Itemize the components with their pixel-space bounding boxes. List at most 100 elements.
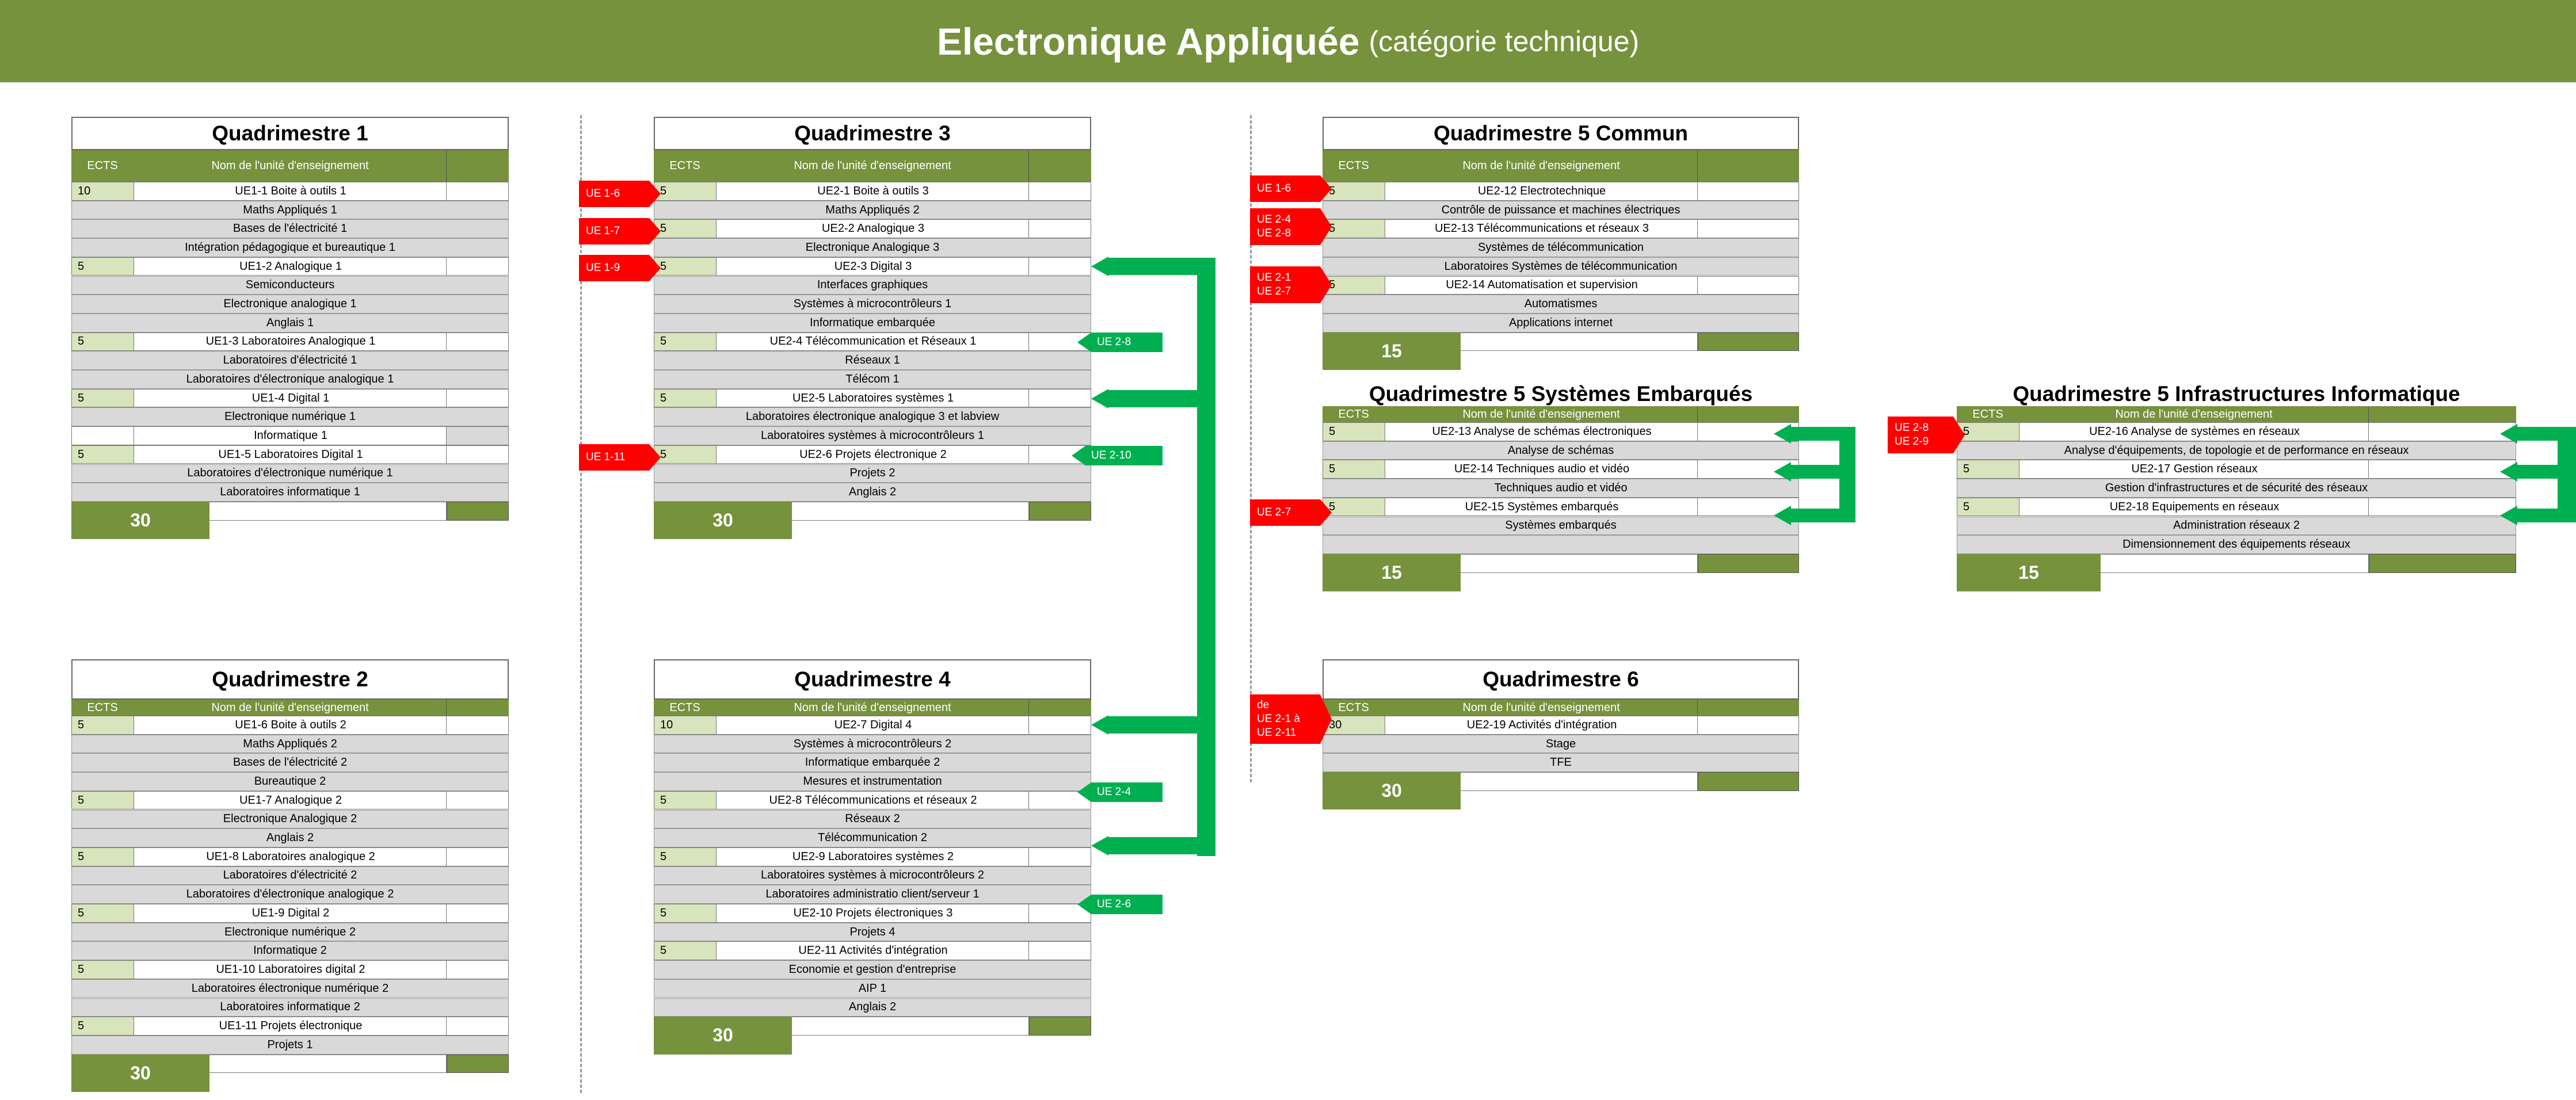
extra-cell (1028, 220, 1091, 238)
bracket-arm (1108, 390, 1215, 407)
se-bracket-arrow-head (1774, 462, 1791, 482)
extra-cell (446, 333, 508, 351)
course-row: Anglais 2 (654, 998, 1091, 1017)
ects-cell: 30 (1323, 716, 1385, 734)
total-row-line (792, 1017, 1029, 1036)
ects-cell: 5 (1323, 460, 1385, 479)
ue-name: Informatique 1 (254, 429, 327, 442)
bracket-arrow-head (1091, 715, 1108, 735)
ue-name: UE2-9 Laboratoires systèmes 2 (792, 850, 954, 863)
course-row: Laboratoires systèmes à microcontrôleurs… (654, 426, 1091, 445)
extra-cell (446, 904, 508, 922)
total-row-line (2101, 553, 2369, 573)
ue-name: UE2-8 Télécommunications et réseaux 2 (769, 793, 977, 807)
course-row: Analyse d'équipements, de topologie et d… (1957, 441, 2516, 460)
ects-total: 30 (654, 1017, 792, 1055)
ii-bracket-arm (2516, 465, 2576, 479)
ects-cell: 5 (654, 257, 717, 276)
course-row: Laboratoires électronique analogique 3 e… (654, 407, 1091, 427)
ects-header: ECTS (1338, 701, 1369, 714)
ects-total: 15 (1323, 553, 1461, 592)
course-row: AIP 1 (654, 979, 1091, 998)
course-row: Laboratoires d'électricité 2 (71, 866, 509, 885)
page-subtitle: (catégorie technique) (1369, 25, 1640, 58)
ue-name: UE2-13 Télécommunications et réseaux 3 (1434, 222, 1649, 235)
name-header: Nom de l'unité d'enseignement (1462, 159, 1620, 172)
extra-header-cell (1028, 700, 1091, 716)
course-row: TFE (1323, 753, 1799, 773)
extra-cell (1028, 257, 1091, 276)
ue-name: UE2-18 Equipements en réseaux (2109, 500, 2280, 513)
ects-cell: 5 (72, 961, 134, 979)
ue-name: UE1-2 Analogique 1 (239, 259, 342, 273)
extra-cell (1697, 460, 1798, 479)
corequisite-arrow-tag: UE 2-6 (1077, 895, 1163, 914)
bracket-arrow-head (1091, 836, 1108, 855)
ects-total: 15 (1957, 553, 2101, 592)
column-divider-right (1250, 115, 1252, 782)
course-row: Contrôle de puissance et machines électr… (1323, 200, 1799, 220)
course-row: Bases de l'électricité 2 (71, 753, 509, 773)
extra-cell (446, 182, 508, 200)
course-row: Maths Appliqués 2 (654, 200, 1091, 220)
extra-cell (1697, 423, 1798, 441)
course-row: Télécommunication 2 (654, 828, 1091, 847)
ects-cell: 5 (654, 904, 717, 922)
course-row: Electronique Analogique 2 (71, 809, 509, 829)
ects-header: ECTS (87, 701, 118, 714)
ects-header: ECTS (1338, 407, 1369, 421)
course-row: Electronique Analogique 3 (654, 238, 1091, 257)
extra-header-cell (446, 700, 509, 716)
prerequisite-arrow-tag: UE 1-7 (579, 218, 661, 245)
course-row: Maths Appliqués 1 (71, 200, 509, 220)
prerequisite-label: UE 2-7 (1257, 506, 1291, 518)
prerequisite-label: de (1257, 699, 1270, 711)
course-row: Electronique numérique 2 (71, 922, 509, 942)
extra-cell (1697, 716, 1798, 734)
ects-cell: 5 (654, 182, 717, 200)
extra-cell (1697, 276, 1798, 295)
ii-bracket-arrow-head (2500, 506, 2517, 525)
ects-cell: 5 (1323, 423, 1385, 441)
quadrimestre-title: Quadrimestre 4 (654, 659, 1091, 700)
ii-bracket-arrow-head (2500, 462, 2517, 482)
course-row: Anglais 2 (654, 483, 1091, 502)
ects-cell: 5 (654, 847, 717, 866)
total-row-end (1698, 332, 1799, 352)
bracket-arm (1108, 837, 1215, 854)
page-banner: Electronique Appliquée (catégorie techni… (0, 0, 2576, 82)
bracket-arrow-head (1091, 257, 1108, 276)
ects-total: 30 (71, 501, 209, 540)
course-row: Administration réseaux 2 (1957, 516, 2516, 536)
extra-cell (1028, 904, 1091, 922)
extra-cell (1697, 220, 1798, 238)
extra-cell (446, 716, 508, 734)
ects-total: 30 (71, 1054, 209, 1092)
total-row-line (1461, 332, 1698, 352)
name-header: Nom de l'unité d'enseignement (1462, 701, 1620, 714)
extra-cell (1028, 716, 1091, 734)
ue-name: UE2-6 Projets électronique 2 (799, 448, 947, 461)
extra-cell (446, 427, 508, 445)
name-header: Nom de l'unité d'enseignement (794, 701, 951, 714)
prerequisite-label: UE 2-1 (1257, 272, 1291, 284)
course-row: Economie et gestion d'entreprise (654, 960, 1091, 979)
corequisite-arrow-tag: UE 2-8 (1077, 333, 1163, 352)
prerequisite-label: UE 2-4 (1257, 213, 1291, 226)
total-row-end (2369, 553, 2516, 573)
total-row-end (1698, 772, 1799, 791)
